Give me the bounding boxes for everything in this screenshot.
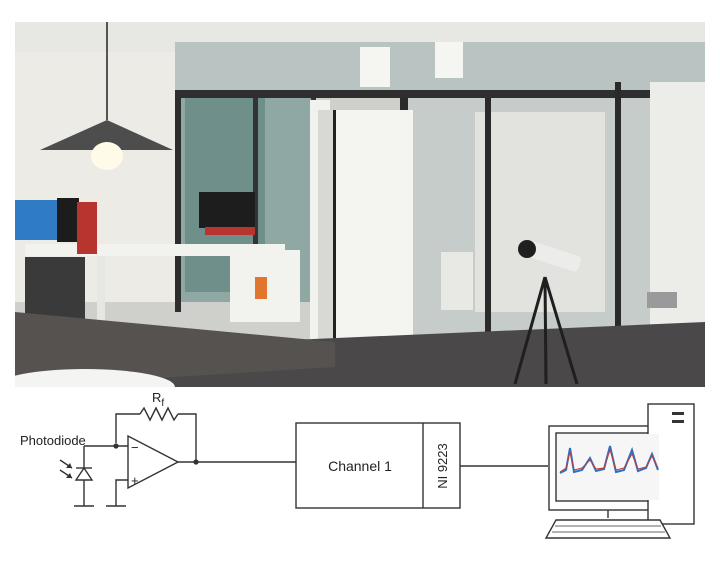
ray-arrowhead [66, 473, 72, 478]
opamp-noninverting-sign: + [131, 473, 139, 488]
ray-arrowhead [66, 463, 72, 468]
module-label: NI 9223 [435, 443, 450, 489]
channel-label: Channel 1 [328, 458, 392, 474]
daq-module [295, 422, 461, 509]
opamp-inverting-sign: − [131, 440, 139, 455]
junction-dot [193, 459, 199, 465]
signal-chain-diagram: Rf Photodiode − + Channel 1 NI 9223 [0, 388, 720, 563]
keyboard-icon [544, 519, 672, 539]
resistor-label: Rf [152, 390, 164, 409]
screen-signal-plot [557, 434, 659, 500]
feedback-wire [115, 413, 140, 443]
noninverting-wire [115, 479, 128, 506]
photodiode-label: Photodiode [20, 433, 86, 448]
opamp-icon [127, 434, 180, 490]
photodiode-icon [74, 466, 94, 481]
lab-photo [15, 22, 705, 387]
feedback-wire-right [178, 413, 197, 464]
junction-dot [113, 443, 119, 449]
resistor-icon [139, 406, 179, 422]
